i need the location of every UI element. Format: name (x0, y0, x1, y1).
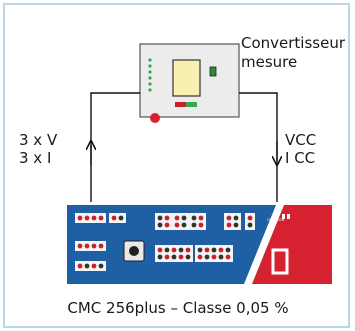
socket-block (172, 213, 189, 230)
socket-block (245, 213, 255, 230)
socket-block (75, 261, 106, 271)
socket (197, 254, 203, 260)
socket (226, 215, 232, 221)
socket (164, 222, 170, 228)
socket-block (155, 213, 172, 230)
socket (84, 215, 90, 221)
socket (247, 215, 253, 221)
socket (157, 222, 163, 228)
socket (247, 222, 253, 228)
socket (178, 254, 184, 260)
left-arrow-label-line1: 3 x V (19, 131, 58, 149)
socket (211, 247, 217, 253)
socket-block (189, 213, 206, 230)
right-connection-line (239, 92, 278, 202)
cmc-device-logo-block-2 (287, 214, 290, 219)
socket (225, 247, 231, 253)
socket (91, 215, 97, 221)
socket-block (75, 241, 106, 251)
socket (197, 247, 203, 253)
left-connection-line (90, 92, 140, 202)
socket (225, 254, 231, 260)
socket-block (155, 245, 193, 262)
cmc-device-power-switch (271, 248, 289, 275)
socket (204, 247, 210, 253)
socket (157, 254, 163, 260)
cmc-device-socket-panel (75, 213, 255, 271)
right-arrow-label-line2: I CC (285, 149, 315, 167)
socket (185, 254, 191, 260)
socket (185, 247, 191, 253)
socket (111, 215, 117, 221)
converter-device (139, 43, 240, 123)
socket (233, 215, 239, 221)
socket (98, 215, 104, 221)
socket (77, 263, 83, 269)
socket (118, 215, 124, 221)
converter-label-line2: mesure (241, 53, 297, 71)
connection-lines (90, 92, 278, 202)
converter-display (172, 59, 201, 97)
socket (84, 243, 90, 249)
socket (178, 247, 184, 253)
converter-label-line1: Convertisseur (241, 34, 346, 52)
converter-power-button (150, 113, 160, 123)
cmc-device-center-jack-core (129, 246, 139, 256)
converter-green-connector (186, 102, 197, 107)
right-arrow-label-line1: VCC (285, 131, 316, 149)
socket (198, 215, 204, 221)
socket (191, 215, 197, 221)
socket (218, 254, 224, 260)
cmc-device-white-stripe (244, 205, 284, 284)
cmc-device-brand: OMICRON (267, 218, 284, 222)
socket (77, 243, 83, 249)
device-caption: CMC 256plus – Classe 0,05 % (67, 299, 288, 317)
socket-block (195, 245, 233, 262)
socket (164, 254, 170, 260)
cmc-device-logo-block-1 (282, 214, 285, 219)
socket (164, 247, 170, 253)
socket (84, 263, 90, 269)
socket (211, 254, 217, 260)
socket (226, 222, 232, 228)
socket (218, 247, 224, 253)
socket (171, 254, 177, 260)
socket (198, 222, 204, 228)
socket (91, 243, 97, 249)
left-arrow-label-line2: 3 x I (19, 149, 51, 167)
socket (174, 222, 180, 228)
socket (91, 263, 97, 269)
socket (98, 243, 104, 249)
socket (191, 222, 197, 228)
socket (157, 215, 163, 221)
socket (174, 215, 180, 221)
socket (98, 263, 104, 269)
socket-block (109, 213, 126, 223)
diagram-frame: Convertisseur mesure 3 x V 3 x I VCC I C… (3, 3, 350, 328)
socket (204, 254, 210, 260)
socket (181, 215, 187, 221)
converter-led-column (148, 58, 152, 92)
socket (157, 247, 163, 253)
socket-block (75, 213, 106, 223)
socket (233, 222, 239, 228)
socket (181, 222, 187, 228)
socket-block (224, 213, 241, 230)
cmc-device: OMICRON (67, 205, 332, 284)
converter-status-led (209, 66, 217, 77)
diagram-canvas: Convertisseur mesure 3 x V 3 x I VCC I C… (19, 34, 346, 317)
socket (171, 247, 177, 253)
socket (77, 215, 83, 221)
converter-red-connector (175, 102, 186, 107)
socket (164, 215, 170, 221)
